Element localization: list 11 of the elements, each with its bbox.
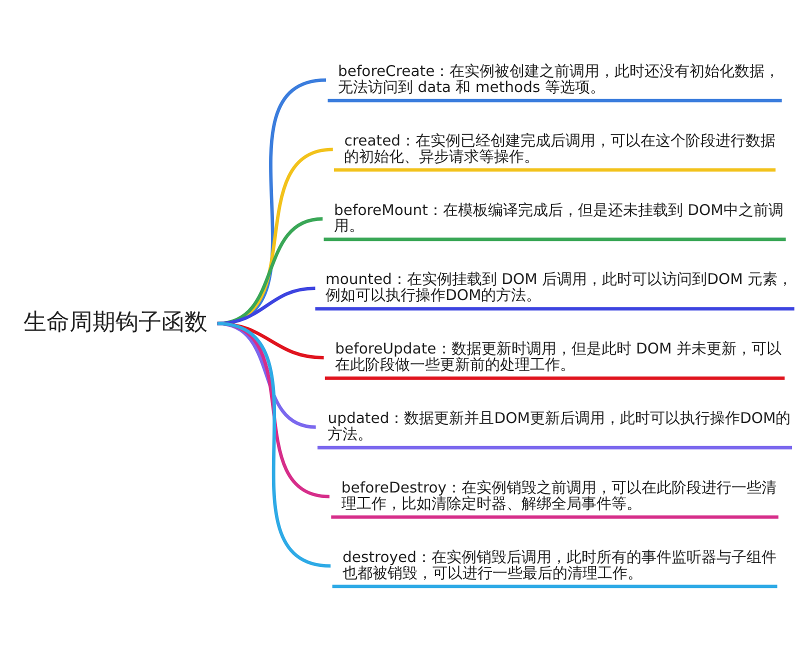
- node-text: beforeDestroy：在实例销毁之前调用，可以在此阶段进行一些清理工作，比如清除定时器、解绑全局事件等。: [340, 478, 776, 512]
- node-text: beforeCreate：在实例被创建之前调用，此时还没有初始化数据，无法访问到 data 和 methods 等选项。: [337, 62, 780, 96]
- node-text: created：在实例已经创建完成后调用，可以在这个阶段进行数据的初始化、异步请求等操作。: [344, 132, 776, 165]
- node-text: 生命周期钩子函数: [23, 308, 208, 335]
- node-text: destroyed：在实例销毁后调用，此时所有的事件监听器与子组件也都被销毁，可以进行一些最后的清理工作。: [342, 548, 776, 582]
- node-text: updated：数据更新并且DOM更新后调用，此时可以执行操作DOM的方法。: [327, 410, 790, 442]
- connector: [216, 321, 330, 568]
- node-text: beforeMount：在模板编译完成后，但是还未挂载到 DOM中之前调用。: [334, 201, 783, 234]
- node-text: beforeUpdate：数据更新时调用，但是此时 DOM 并未更新，可以在此阶段做一些更新前的处理工作。: [334, 340, 781, 374]
- connector: [216, 216, 322, 325]
- node-text: mounted：在实例挂载到 DOM 后调用，此时可以访问到DOM 元素，例如可以执行操作DOM的方法。: [324, 270, 792, 304]
